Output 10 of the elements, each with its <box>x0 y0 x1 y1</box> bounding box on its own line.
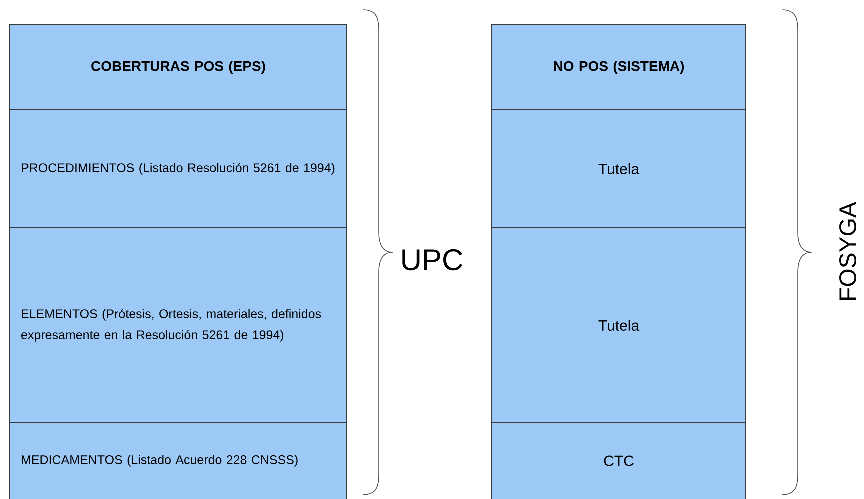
table-cell: CTC <box>492 422 746 499</box>
header-cell: COBERTURAS POS (EPS) <box>10 24 348 110</box>
table-cell: Tutela <box>492 110 746 228</box>
table-cell: MEDICAMENTOS (Listado Acuerdo 228 CNSSS) <box>10 422 348 499</box>
node-label: MEDICAMENTOS (Listado Acuerdo 228 CNSSS) <box>22 455 298 467</box>
header-cell: NO POS (SISTEMA) <box>492 24 746 110</box>
brace-label: FOSYGA <box>840 202 856 300</box>
node-label: CTC <box>604 456 634 466</box>
table-cell: PROCEDIMIENTOS (Listado Resolución 5261 de 1994) <box>10 110 348 228</box>
brace-label: UPC <box>402 249 463 271</box>
